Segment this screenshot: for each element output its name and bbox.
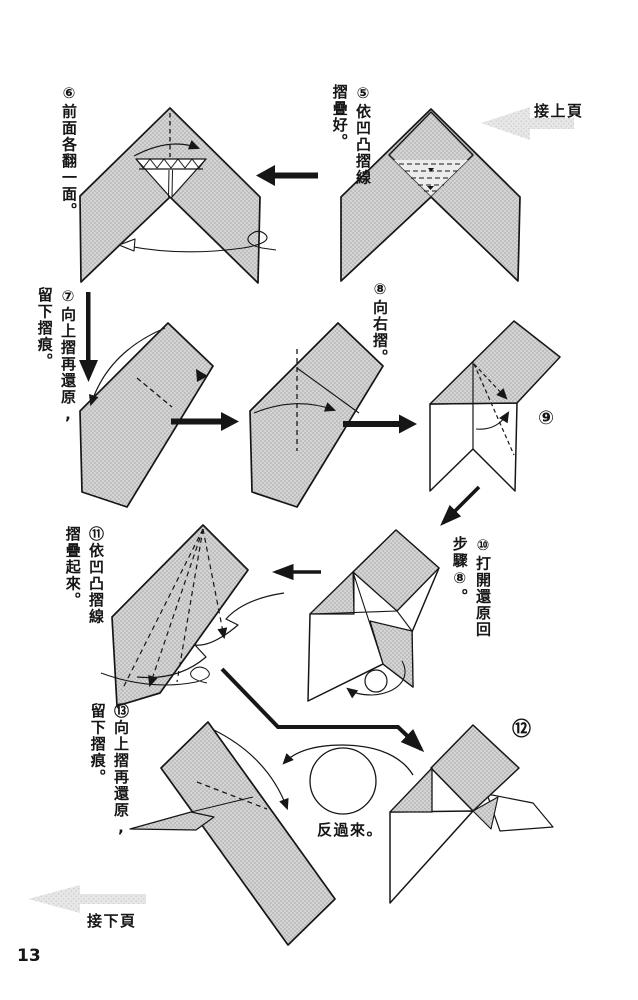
next-page-label: 接下頁 <box>87 912 137 930</box>
step7-diagram <box>79 292 214 508</box>
step11-paper-shape <box>111 524 249 707</box>
flip-arrow-icon <box>282 744 414 776</box>
arrow-right-icon <box>171 412 239 431</box>
step11-diagram <box>100 524 285 707</box>
step8-fold-arrow-icon <box>253 402 337 414</box>
arrow-left-icon <box>256 165 318 186</box>
step11-zigzag-arrow-icon <box>136 592 285 679</box>
prev-page-label: 接上頁 <box>534 102 584 120</box>
step5-pleat-creases <box>399 163 463 192</box>
arrow-down-icon <box>79 292 98 382</box>
step7-crease-line <box>136 377 173 408</box>
next-page-arrow-icon <box>28 885 146 913</box>
step13-label: ⑬向上摺再還原, 留下摺痕。 <box>88 703 130 838</box>
step9-crease-line <box>473 363 508 400</box>
flip-circle <box>309 747 377 815</box>
prev-page-arrow-icon <box>481 107 574 140</box>
step11-label: ⑪依凹凸摺線 摺疊起來。 <box>63 526 105 625</box>
arrow-down-left-icon <box>440 485 481 526</box>
step12-label: ⑫ <box>512 718 532 740</box>
step6-swirl-arrow-icon <box>122 230 277 253</box>
step10-rotate-circle <box>364 669 388 693</box>
step7-fold-arrow-icon <box>89 327 166 407</box>
step6-diagram <box>79 107 277 284</box>
step6-fold-arrow-icon <box>133 140 201 157</box>
page-number: 13 <box>17 946 41 966</box>
step11-swirl-arrow-icon <box>100 666 210 686</box>
step13-fold-arrow-icon <box>213 729 289 811</box>
step6-zigzag-fold <box>135 158 207 169</box>
step12-diagram <box>282 724 554 904</box>
step10-diagram <box>307 529 440 702</box>
step9-diagram <box>429 320 561 492</box>
step9-label: ⑨ <box>538 407 555 429</box>
step13-paper-shape <box>160 721 336 946</box>
step12-paper-front <box>389 810 474 904</box>
step6-label: ⑥前面各翻一面。 <box>60 84 78 219</box>
step13-diagram <box>129 721 336 946</box>
step10-rotate-arrow-icon <box>346 660 406 699</box>
step5-diagram <box>340 108 521 282</box>
step10-label: ⑩打開還原回 步驟⑧。 <box>450 536 492 638</box>
step13-foot-flap <box>129 811 215 831</box>
step11-fan-creases <box>121 528 228 691</box>
step13-crease-line <box>196 781 268 810</box>
step12-right-flap <box>486 793 554 832</box>
step8-paper-shape <box>249 322 384 508</box>
step9-fold-arrow-icon <box>475 411 510 430</box>
step8-label: ⑧向右摺。 <box>371 280 389 366</box>
step7-paper-shape <box>79 322 214 508</box>
step9-paper-top <box>429 320 561 405</box>
step5-label: ⑤依凹凸摺線 摺疊好。 <box>330 84 372 186</box>
step7-label: ⑦向上摺再還原, 留下摺痕。 <box>35 287 77 425</box>
elbow-arrow-icon <box>220 667 425 753</box>
flip-note: 反過來。 <box>317 821 384 839</box>
arrow-right-icon <box>343 414 417 434</box>
step8-diagram <box>249 322 384 508</box>
